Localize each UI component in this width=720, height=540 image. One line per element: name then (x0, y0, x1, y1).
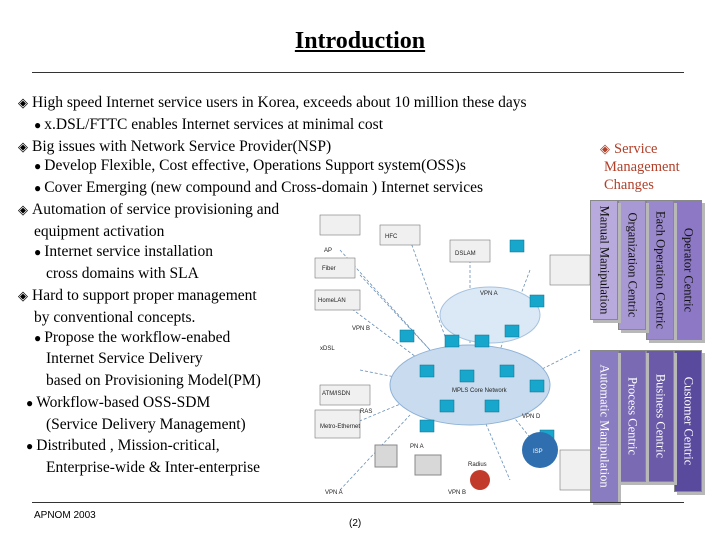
label-ras: RAS (360, 409, 372, 415)
label-isp: ISP (533, 449, 543, 455)
network-diagram: AP HFC Fiber DSLAM HomeLAN VPN A VPN B x… (314, 214, 593, 496)
label-hfc: HFC (385, 234, 398, 240)
footer-conference: APNOM 2003 (34, 510, 96, 521)
label-vpna1: VPN A (480, 291, 498, 297)
bullet-2b: ●Cover Emerging (new compound and Cross-… (34, 179, 484, 196)
bullet-4-cont: by conventional concepts. (34, 309, 196, 326)
label-vpnd: VPN D (522, 414, 541, 420)
label-vpnb2: VPN B (448, 490, 466, 496)
label-pna: PN A (410, 444, 424, 450)
bullet-4a-cont2: based on Provisioning Model(PM) (46, 372, 261, 389)
bullet-2: ◈Big issues with Network Service Provide… (18, 138, 332, 155)
label-ap: AP (324, 248, 332, 254)
diamond-icon: ◈ (18, 95, 28, 110)
bullet-5b-cont: Enterprise-wide & Inter-enterprise (46, 459, 261, 476)
bullet-dot-icon: ● (34, 118, 42, 132)
bullet-dot-icon: ● (34, 181, 42, 195)
page-title: Introduction (294, 28, 426, 54)
diamond-icon: ◈ (18, 139, 28, 154)
bullet-4a-cont1: Internet Service Delivery (46, 350, 203, 367)
footer-rule (32, 502, 684, 503)
bullet-5b: ●Distributed , Mission-critical, (26, 437, 220, 454)
label-fiber: Fiber (322, 266, 336, 272)
label-metro: Metro-Ethernet (320, 424, 360, 430)
mpls-cloud (389, 344, 551, 426)
bullet-2a: ●Develop Flexible, Cost effective, Opera… (34, 157, 466, 174)
diamond-icon: ◈ (18, 288, 28, 303)
label-vpnb1: VPN B (352, 326, 370, 332)
service-management-note: ◈Service Management Changes (600, 141, 680, 193)
bar-process-centric: Process Centric (618, 350, 646, 482)
bullet-4a: ●Propose the workflow-enabed (34, 329, 231, 346)
bullet-dot-icon: ● (34, 245, 42, 259)
label-radius: Radius (468, 462, 487, 468)
bullet-dot-icon: ● (26, 396, 34, 410)
diamond-icon: ◈ (18, 202, 28, 217)
bullet-4: ◈Hard to support proper management (18, 287, 257, 304)
label-homelan: HomeLAN (318, 298, 346, 304)
label-atm: ATM/ISDN (322, 391, 350, 397)
bullet-3a: ●Internet service installation (34, 243, 213, 260)
page-number: (2) (349, 518, 362, 529)
label-dslam: DSLAM (455, 251, 476, 257)
bullet-dot-icon: ● (26, 439, 34, 453)
diamond-icon: ◈ (600, 141, 610, 156)
label-xdsl: xDSL (320, 346, 335, 352)
bullet-5a-cont: (Service Delivery Management) (46, 416, 246, 433)
bullet-1a: ●x.DSL/FTTC enables Internet services at… (34, 116, 384, 133)
bullet-dot-icon: ● (34, 331, 42, 345)
bar-automatic-manipulation: Automatic Manipulation (590, 350, 618, 502)
bullet-3a-cont: cross domains with SLA (46, 265, 199, 282)
bar-organization-centric: Organization Centric (618, 200, 646, 330)
bullet-5a: ●Workflow-based OSS-SDM (26, 394, 211, 411)
label-mpls: MPLS Core Network (452, 388, 508, 394)
bar-manual-manipulation: Manual Manipulation (590, 200, 618, 320)
bar-each-operation-centric: Each Operation Centric (646, 200, 674, 340)
label-vpna2: VPN A (325, 490, 343, 496)
bar-operator-centric: Operator Centric (674, 200, 702, 340)
bullet-3: ◈Automation of service provisioning and (18, 201, 280, 218)
bar-customer-centric: Customer Centric (674, 350, 702, 492)
bullet-dot-icon: ● (34, 159, 42, 173)
bullet-1: ◈High speed Internet service users in Ko… (18, 94, 527, 111)
title-rule (32, 72, 684, 73)
bullet-3-cont: equipment activation (34, 223, 165, 240)
bar-business-centric: Business Centric (646, 350, 674, 482)
